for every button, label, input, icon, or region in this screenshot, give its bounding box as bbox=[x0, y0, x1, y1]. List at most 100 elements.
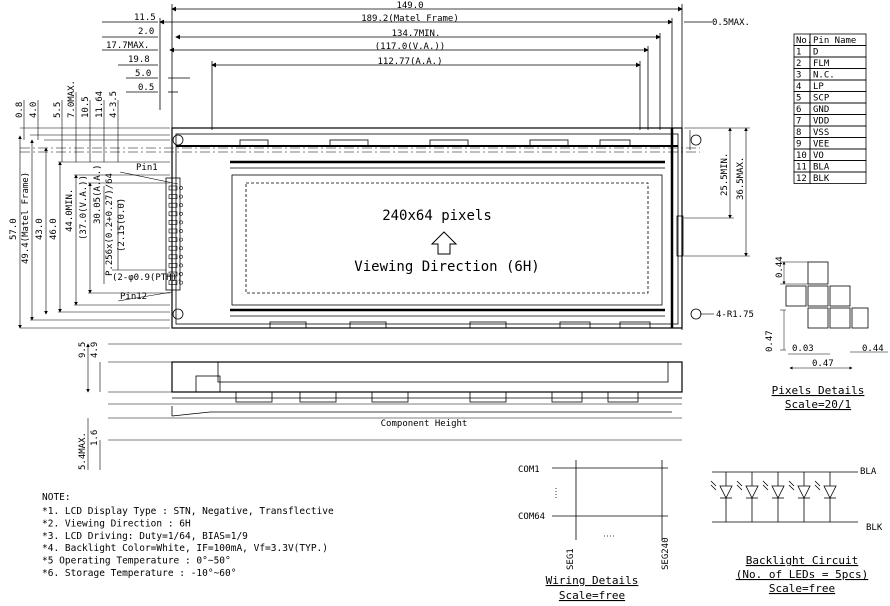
pin-table-name: SCP bbox=[813, 94, 830, 104]
left-top-dim: 0.8 bbox=[15, 102, 25, 118]
pin-table-name: FLM bbox=[813, 59, 830, 69]
left-top-dim: 10.5 bbox=[81, 96, 91, 118]
pin-table-name: VSS bbox=[813, 128, 829, 138]
backlight-title: Backlight Circuit bbox=[746, 554, 859, 567]
pin-table-name: GND bbox=[813, 105, 829, 115]
right-top-dim: 0.5MAX. bbox=[712, 18, 750, 28]
pin-table-no: 10 bbox=[796, 151, 807, 161]
led-icon bbox=[719, 485, 733, 499]
connector-pad bbox=[179, 211, 183, 216]
pin-table-name: D bbox=[813, 48, 818, 58]
side-view bbox=[86, 343, 683, 470]
wiring-seg240: SEG240 bbox=[661, 537, 671, 570]
note-item: *6. Storage Temperature : -10°~60° bbox=[42, 568, 236, 579]
left-height-dim: P.256x(0.2+0.27)/64 bbox=[105, 173, 115, 276]
top-dim-center-3: (117.0(V.A.)) bbox=[375, 42, 445, 52]
left-height-dim: (37.0(V.A.)) bbox=[79, 175, 89, 240]
top-dim-left-5: 5.0 bbox=[135, 69, 151, 79]
pin1-label: Pin1 bbox=[136, 163, 158, 173]
connector-pin bbox=[168, 254, 178, 260]
left-height-dim: 30.05(A.A.) bbox=[93, 164, 103, 224]
pin12-label: Pin12 bbox=[120, 292, 147, 302]
led-emission bbox=[710, 484, 717, 491]
pin-table-name: BLK bbox=[813, 174, 830, 184]
led-emission bbox=[736, 484, 743, 491]
connector-pin bbox=[168, 245, 178, 251]
side-dim-4: 1.6 bbox=[90, 430, 100, 446]
pin-table-no: 3 bbox=[796, 71, 801, 81]
backlight-subtitle: (No. of LEDs = 5pcs) bbox=[736, 568, 868, 581]
led-icon bbox=[797, 485, 811, 499]
viewing-direction-arrow bbox=[430, 231, 458, 255]
connector-pin bbox=[168, 202, 178, 208]
pin-table-no: 8 bbox=[796, 128, 801, 138]
backlight-bla: BLA bbox=[860, 467, 877, 477]
wiring-seg1: SEG1 bbox=[566, 548, 576, 570]
right-dim-2: 36.5MAX. bbox=[736, 157, 746, 200]
pin-table-no: 7 bbox=[796, 117, 801, 127]
hole-radius-label: 4-R1.75 bbox=[716, 310, 754, 320]
left-height-dim: 46.0 bbox=[49, 218, 59, 240]
connector-pin bbox=[168, 271, 178, 277]
top-dim-center-4: 112.77(A.A.) bbox=[377, 57, 442, 67]
connector-pad bbox=[179, 246, 183, 251]
led-icon bbox=[823, 485, 837, 499]
connector-pin bbox=[168, 185, 178, 191]
led-emission bbox=[736, 480, 743, 487]
pin-table-no: 2 bbox=[796, 59, 801, 69]
front-view bbox=[20, 127, 702, 329]
wiring-com64: COM64 bbox=[518, 512, 545, 522]
wiring-details bbox=[552, 460, 668, 540]
pin-table-name: VO bbox=[813, 151, 824, 161]
led-emission bbox=[710, 480, 717, 487]
connector-pin bbox=[168, 194, 178, 199]
side-dim-1: 9.5 bbox=[78, 342, 88, 358]
pin-table-no: 12 bbox=[796, 174, 807, 184]
connector-pad bbox=[179, 254, 183, 259]
side-dim-2: 4.9 bbox=[90, 342, 100, 358]
side-dim-3: 5.4MAX. bbox=[78, 432, 88, 470]
led-emission bbox=[788, 484, 795, 491]
notes-list: *1. LCD Display Type : STN, Negative, Tr… bbox=[42, 506, 334, 579]
left-top-dim: 7.0MAX. bbox=[67, 80, 77, 118]
pixel-details-scale: Scale=20/1 bbox=[785, 398, 851, 411]
connector-pin bbox=[168, 237, 178, 242]
connector-pad bbox=[179, 203, 183, 208]
connector-pad bbox=[179, 186, 183, 190]
wiring-title: Wiring Details bbox=[546, 574, 639, 587]
pixel-details-title: Pixels Details bbox=[772, 384, 865, 397]
viewing-direction-label: Viewing Direction (6H) bbox=[354, 259, 539, 275]
pin-table-name: LP bbox=[813, 82, 824, 92]
wiring-com1: COM1 bbox=[518, 465, 540, 475]
pin-table-cell bbox=[809, 171, 867, 184]
pixel-dim-1: 0.44 bbox=[775, 256, 785, 278]
left-top-dim: 4-3.5 bbox=[109, 91, 119, 118]
pin-table-no: 5 bbox=[796, 94, 801, 104]
left-height-dim: 44.0MIN. bbox=[65, 189, 75, 232]
pixel-dim-3: 0.03 bbox=[792, 344, 814, 354]
connector-pins bbox=[168, 185, 183, 285]
screen-resolution-label: 240x64 pixels bbox=[382, 208, 492, 224]
overall-width-dim: 149.0 bbox=[396, 1, 423, 11]
pixel-dim-2: 0.47 bbox=[765, 330, 775, 352]
led-icon bbox=[771, 485, 785, 499]
left-top-dim: 5.5 bbox=[53, 102, 63, 118]
backlight-blk: BLK bbox=[866, 523, 883, 533]
top-dimensions bbox=[102, 4, 712, 330]
right-dimensions bbox=[684, 127, 750, 315]
pin-table-no: 1 bbox=[796, 48, 801, 58]
connector-pin bbox=[168, 220, 178, 225]
pixel-dim-5: 0.44 bbox=[862, 344, 884, 354]
left-height-dim: 49.4(Matel Frame) bbox=[21, 172, 31, 264]
connector-pad bbox=[179, 263, 183, 268]
top-dim-center-1: 189.2(Matel Frame) bbox=[361, 14, 459, 24]
pin-table-name: Pin Name bbox=[813, 36, 856, 46]
backlight-circuit bbox=[710, 471, 858, 523]
top-dim-center-2: 134.7MIN. bbox=[392, 29, 441, 39]
led-emission bbox=[814, 484, 821, 491]
note-item: *3. LCD Driving: Duty=1/64, BIAS=1/9 bbox=[42, 531, 248, 542]
mounting-pin-dim: (2-φ0.9(PTH)) bbox=[112, 273, 182, 283]
left-height-dim: 43.0 bbox=[35, 218, 45, 240]
pixel-details bbox=[780, 261, 888, 370]
